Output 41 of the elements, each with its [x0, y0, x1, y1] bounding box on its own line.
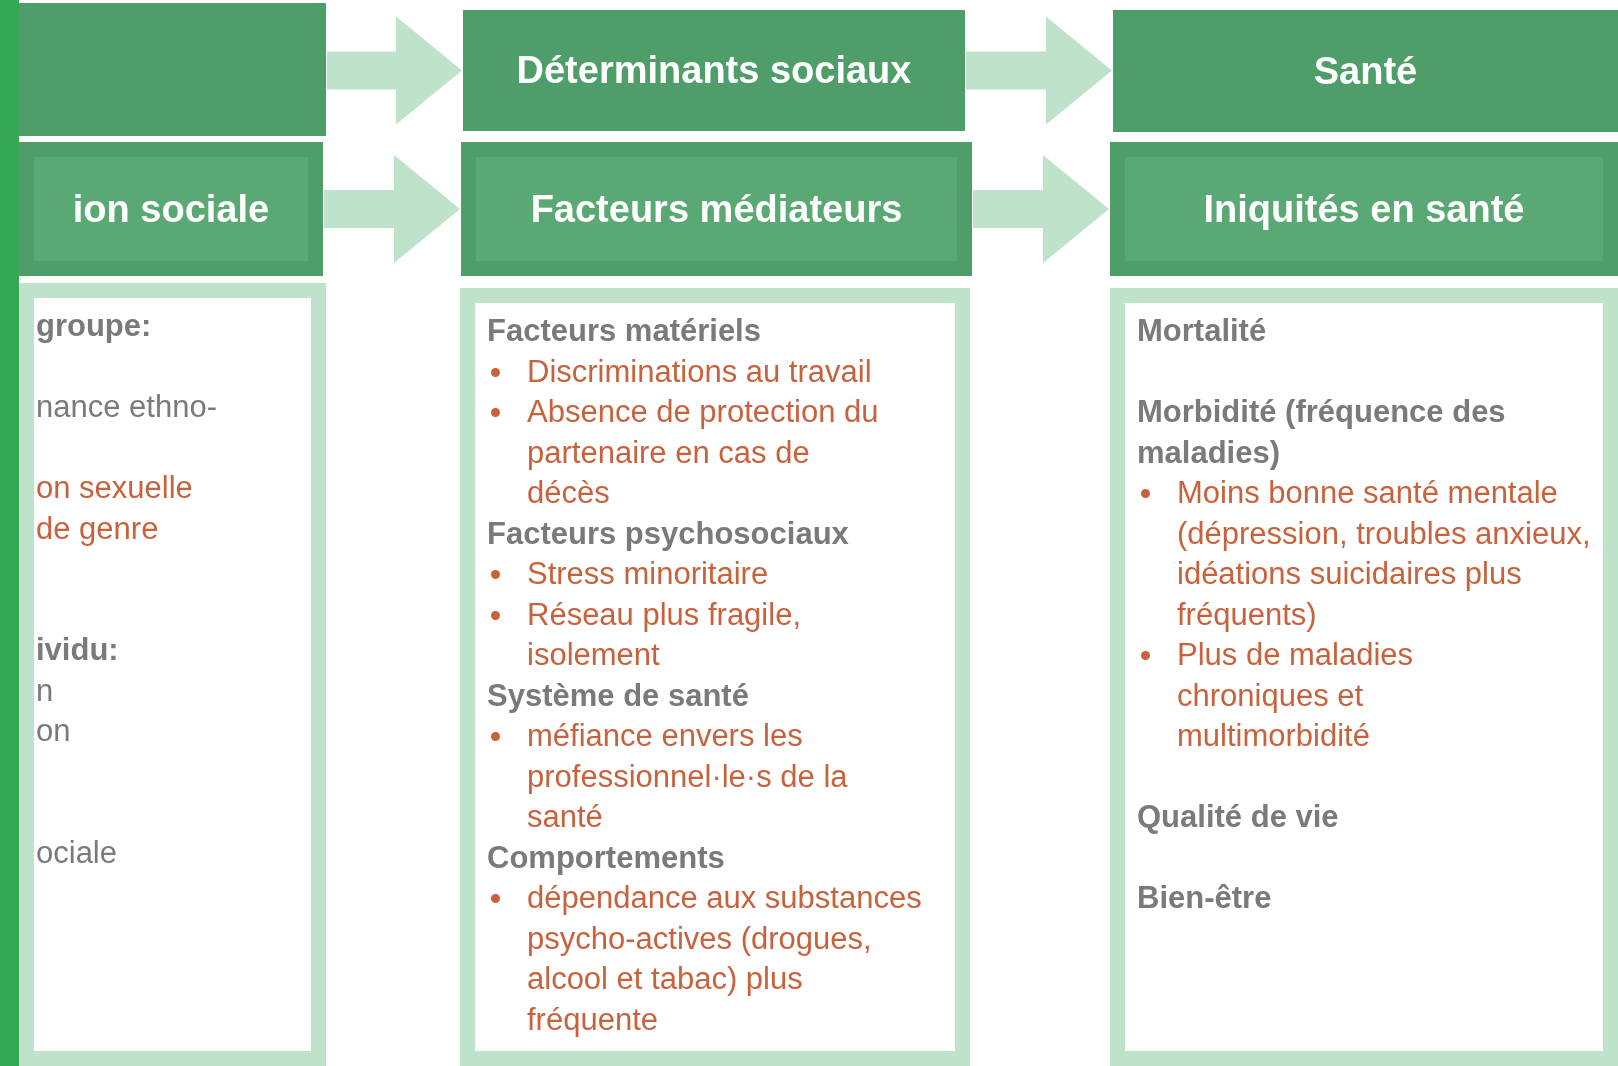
section-heading: Facteurs psychosociaux	[487, 514, 849, 553]
content-box	[460, 288, 970, 1066]
list-text: ociale	[36, 833, 117, 872]
header-box	[19, 3, 326, 136]
content-box	[19, 283, 326, 1066]
bullet-item: Absence de protection du partenaire en cas de décès	[527, 393, 880, 512]
section-heading: Morbidité (fréquence des maladies)	[1137, 393, 1507, 472]
list-text: n	[36, 671, 54, 710]
content-box	[1110, 288, 1618, 1066]
box-heading: Facteurs médiateurs	[476, 157, 957, 261]
bullet-item: dépendance aux substances psycho-actives (drogues, alcool et tabac) plus fréquente	[527, 879, 923, 1039]
list-text: on sexuelle de genre	[36, 469, 194, 548]
section-heading: Qualité de vie	[1137, 798, 1339, 836]
section-heading: Système de santé	[487, 676, 749, 715]
section-heading: ividu:	[36, 631, 119, 669]
block-arrow	[966, 16, 1112, 125]
header-box	[1110, 142, 1618, 276]
box-heading: Iniquités en santé	[1125, 157, 1603, 261]
header-box	[1113, 10, 1618, 132]
bullet-item: Réseau plus fragile, isolement	[527, 595, 802, 674]
bullet-item: Stress minoritaire	[527, 555, 769, 593]
block-arrow	[327, 16, 462, 125]
bullet-item: Discriminations au travail	[527, 352, 872, 391]
section-heading: Comportements	[487, 838, 725, 877]
header-box	[463, 10, 965, 131]
bullet-item: Plus de maladies chroniques et multimorbidité	[1177, 636, 1415, 755]
section-heading: Bien-être	[1137, 879, 1272, 917]
box-heading: Déterminants sociaux	[516, 49, 912, 92]
header-box	[461, 142, 972, 276]
box-heading: ion sociale	[34, 157, 308, 261]
block-arrow	[324, 155, 460, 263]
bullet-item: méfiance envers les professionnel·le·s de la santé	[527, 717, 849, 836]
section-heading: Mortalité	[1137, 312, 1267, 350]
section-heading: Facteurs matériels	[487, 312, 761, 350]
bullet-item: Moins bonne santé mentale (dépression, troubles anxieux, idéations suicidaires plus fréquents)	[1177, 474, 1592, 634]
list-text: nance ethno-	[36, 388, 217, 426]
block-arrow	[973, 155, 1109, 263]
list-text: on	[36, 712, 71, 750]
header-box	[19, 142, 323, 276]
box-heading: Santé	[1313, 49, 1418, 93]
section-heading: groupe:	[36, 307, 152, 345]
